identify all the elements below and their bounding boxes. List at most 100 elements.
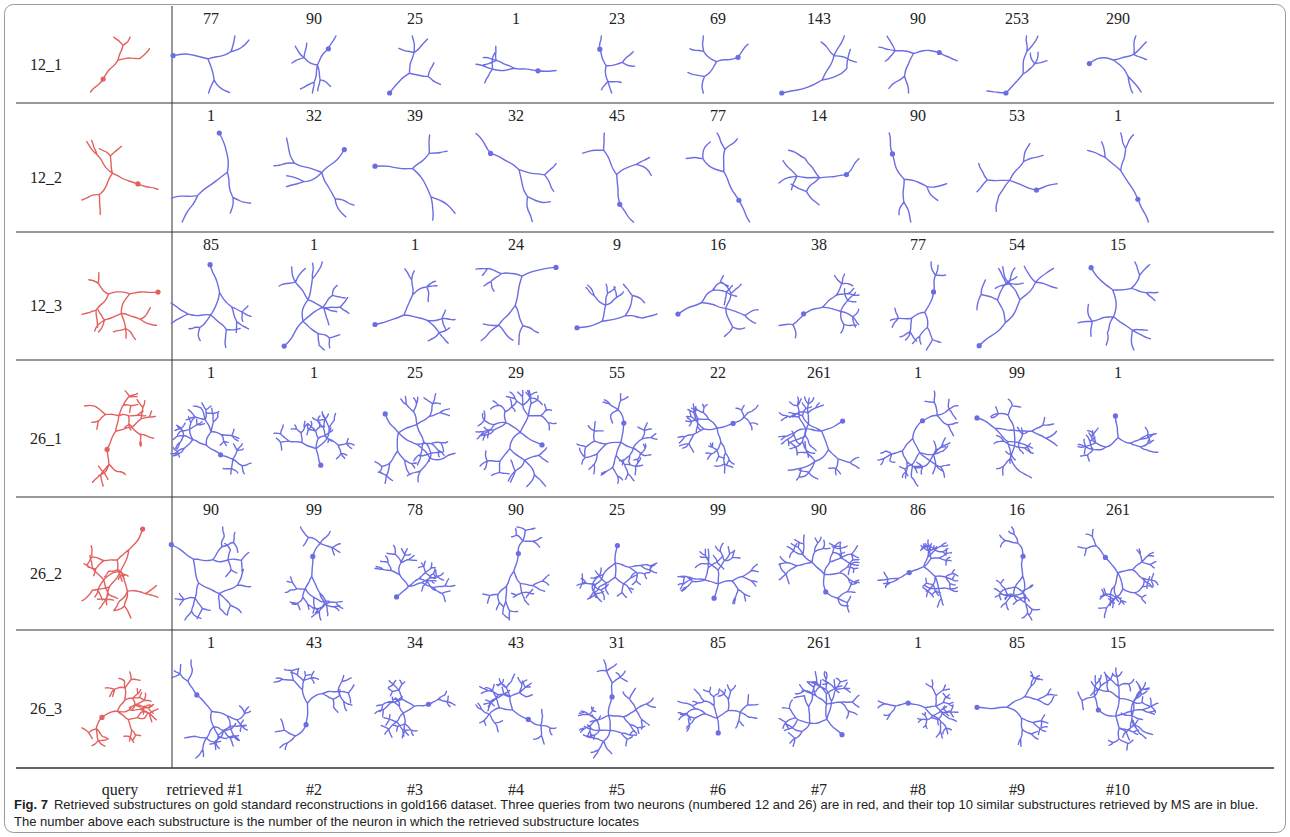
column-label: #2	[306, 781, 322, 799]
column-label: retrieved #1	[167, 781, 244, 799]
neuron-number: 55	[609, 364, 625, 382]
row-label: 26_2	[30, 565, 62, 583]
neuron-branches	[579, 660, 656, 758]
neuron-branches	[1078, 262, 1158, 350]
neuron-branches	[172, 660, 251, 758]
figure-caption: Fig. 7Retrieved substructures on gold st…	[14, 796, 1276, 830]
soma-dot	[488, 151, 493, 156]
soma-dot	[171, 53, 176, 58]
neuron-number: 290	[1106, 10, 1130, 28]
column-divider	[172, 6, 173, 768]
column-label: #8	[910, 781, 926, 799]
neuron-number: 78	[407, 501, 423, 519]
neuron-branches	[483, 527, 549, 620]
soma-dot	[716, 730, 721, 735]
row-divider	[16, 360, 1274, 361]
soma-dot	[1087, 61, 1092, 66]
neuron-number: 1	[207, 634, 215, 652]
neuron-number: 1	[411, 236, 419, 254]
row-divider	[16, 232, 1274, 233]
soma-dot	[218, 452, 223, 457]
soma-dot	[99, 715, 104, 720]
neuron-branches	[375, 680, 455, 738]
neuron-branches	[977, 266, 1057, 345]
neuron-branches	[879, 36, 957, 93]
neuron-branches	[1088, 133, 1149, 222]
soma-dot	[731, 421, 736, 426]
neuron-number: 23	[609, 10, 625, 28]
soma-dot	[621, 420, 626, 425]
neuron-number: 69	[710, 10, 726, 28]
neuron-branches	[91, 37, 150, 92]
neuron-branches	[779, 535, 859, 612]
neuron-number: 85	[1009, 634, 1025, 652]
neuron-branches	[172, 133, 251, 222]
neuron-branches	[994, 527, 1039, 620]
neuron-branches	[977, 144, 1057, 212]
soma-dot	[516, 551, 521, 556]
neuron-number: 143	[807, 10, 831, 28]
soma-dot	[907, 570, 912, 575]
soma-dot	[977, 343, 982, 348]
soma-dot	[839, 732, 844, 737]
soma-dot	[326, 46, 331, 51]
soma-dot	[931, 289, 936, 294]
soma-dot	[318, 463, 323, 468]
neuron-branches	[987, 36, 1047, 93]
soma-dot	[169, 542, 174, 547]
neuron-number: 99	[1009, 364, 1025, 382]
figure-frame	[5, 5, 1286, 833]
soma-dot	[574, 325, 579, 330]
soma-dot	[155, 289, 160, 294]
soma-dot	[1135, 197, 1140, 202]
neuron-branches	[171, 403, 251, 474]
neuron-number: 38	[811, 236, 827, 254]
neuron-branches	[878, 680, 958, 738]
soma-dot	[372, 164, 377, 169]
neuron-number: 31	[609, 634, 625, 652]
neuron-number: 54	[1009, 236, 1025, 254]
soma-dot	[310, 554, 315, 559]
soma-dot	[140, 526, 145, 531]
neuron-branches	[688, 36, 748, 93]
soma-dot	[105, 447, 110, 452]
neuron-number: 43	[306, 634, 322, 652]
neuron-number: 39	[407, 107, 423, 125]
neuron-number: 90	[910, 107, 926, 125]
neuron-branches	[678, 276, 758, 337]
neuron-branches	[173, 36, 249, 93]
row-label: 26_1	[30, 430, 62, 448]
row-label: 26_3	[30, 700, 62, 718]
soma-dot	[1089, 265, 1094, 270]
neuron-branches	[1078, 668, 1158, 750]
neuron-number: 34	[407, 634, 423, 652]
neuron-number: 90	[811, 501, 827, 519]
neuron-number: 99	[306, 501, 322, 519]
column-label: #9	[1009, 781, 1025, 799]
neuron-branches	[476, 267, 556, 344]
soma-dot	[890, 151, 895, 156]
soma-dot	[535, 68, 540, 73]
soma-dot	[539, 442, 544, 447]
soma-dot	[801, 311, 806, 316]
neuron-number: 24	[508, 236, 524, 254]
soma-dot	[609, 694, 614, 699]
soma-dot	[906, 700, 911, 705]
neuron-branches	[686, 133, 749, 222]
neuron-branches	[889, 133, 947, 222]
neuron-number: 9	[613, 236, 621, 254]
neuron-branches	[82, 672, 158, 746]
neuron-number: 261	[1106, 501, 1130, 519]
neuron-number: 77	[710, 107, 726, 125]
neuron-branches	[476, 391, 556, 487]
neuron-branches	[878, 540, 958, 607]
soma-dot	[597, 47, 602, 52]
soma-dot	[303, 722, 308, 727]
neuron-number: 1	[914, 364, 922, 382]
neuron-branches	[171, 527, 250, 620]
soma-dot	[383, 411, 388, 416]
neuron-branches	[678, 404, 758, 473]
neuron-number: 16	[1009, 501, 1025, 519]
soma-dot	[937, 50, 942, 55]
soma-dot	[1034, 187, 1039, 192]
